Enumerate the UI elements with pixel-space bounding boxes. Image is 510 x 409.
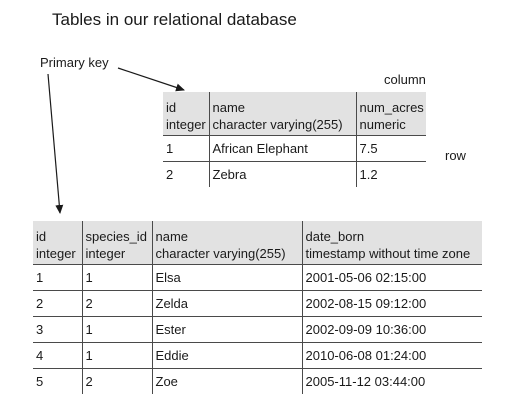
table-cell: 2 [81,368,152,394]
column-type: numeric [359,117,406,132]
column-name: id [36,229,47,244]
table-cell: 2001-05-06 02:15:00 [301,263,482,291]
table-cell: 5 [36,373,44,389]
table-cell: Ester [151,316,302,343]
table-row: 2 Zebra 1.2 [163,161,426,187]
table-cell: 1 [81,316,152,343]
table-header-row: id integer species_id integer name chara… [33,221,482,264]
column-type: integer [36,246,76,261]
column-name: name [212,100,246,115]
column-label: column [384,72,426,87]
table-cell: 1.2 [355,161,426,187]
header-cell: id integer [163,92,209,135]
animals-table: id integer species_id integer name chara… [33,221,482,394]
column-name: id [166,100,177,115]
table-cell: 2002-08-15 09:12:00 [301,290,482,317]
table-row: 1 African Elephant 7.5 [163,134,426,162]
primary-key-arrow-right [117,67,185,92]
row-label: row [445,148,466,163]
column-name: num_acres [359,100,424,115]
primary-key-label: Primary key [40,55,109,70]
table-cell: Eddie [151,342,302,369]
table-row: 5 2 Zoe 2005-11-12 03:44:00 [33,368,482,394]
table-cell: 4 [33,342,82,369]
column-type: character varying(255) [155,246,286,261]
header-cell: date_born timestamp without time zone [301,221,482,264]
column-type: integer [166,117,206,132]
table-cell: African Elephant [208,134,356,162]
table-cell: Zebra [208,161,356,187]
table-cell: 2010-06-08 01:24:00 [301,342,482,369]
table-cell: 1 [33,263,82,291]
species-table: id integer name character varying(255) n… [163,92,426,187]
header-cell: num_acres numeric [355,92,426,135]
table-cell: 2 [166,166,174,182]
table-cell: 1 [163,134,209,162]
table-cell: Zelda [151,290,302,317]
table-row: 1 1 Elsa 2001-05-06 02:15:00 [33,263,482,291]
table-cell: 7.5 [355,134,426,162]
table-cell: Elsa [151,263,302,291]
header-cell: id integer [33,221,82,264]
table-cell: 1 [81,342,152,369]
diagram-title: Tables in our relational database [52,10,297,29]
header-cell: name character varying(255) [151,221,302,264]
header-cell: species_id integer [81,221,152,264]
column-type: character varying(255) [212,117,343,132]
column-name: name [155,229,189,244]
table-header-row: id integer name character varying(255) n… [163,92,426,135]
table-cell: 2005-11-12 03:44:00 [301,368,482,394]
column-name: date_born [305,229,365,244]
table-cell: 2002-09-09 10:36:00 [301,316,482,343]
table-cell: 3 [33,316,82,343]
table-row: 3 1 Ester 2002-09-09 10:36:00 [33,316,482,343]
column-type: timestamp without time zone [305,246,471,261]
header-cell: name character varying(255) [208,92,356,135]
table-row: 4 1 Eddie 2010-06-08 01:24:00 [33,342,482,369]
table-cell: 1 [81,263,152,291]
table-cell: 2 [81,290,152,317]
column-name: species_id [85,229,147,244]
table-row: 2 2 Zelda 2002-08-15 09:12:00 [33,290,482,317]
table-cell: 2 [33,290,82,317]
column-type: integer [85,246,126,261]
table-cell: Zoe [151,368,302,394]
primary-key-arrow-down [47,73,64,214]
